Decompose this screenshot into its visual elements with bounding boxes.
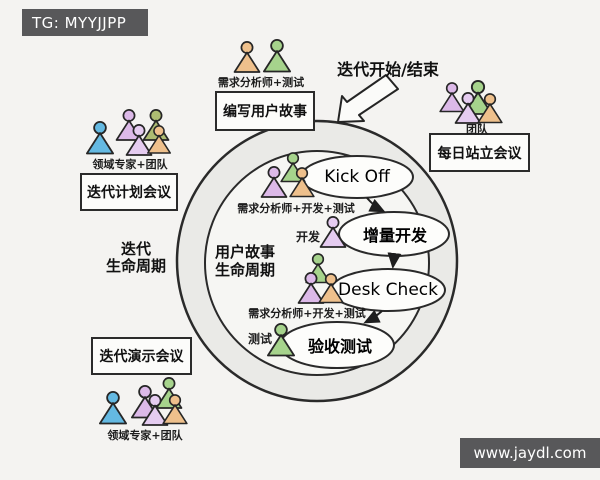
person-icon: [98, 391, 128, 425]
experts-team-icon-group-left: [85, 109, 172, 156]
daily-standup-box: 每日站立会议: [429, 133, 530, 172]
stage-label-desk-check: Desk Check: [338, 280, 438, 300]
developer-label: 开发: [295, 230, 321, 244]
iteration-lifecycle-line1: 迭代: [120, 240, 152, 258]
experts-team-label-left: 领域专家+团队: [92, 158, 168, 171]
iteration-demo-box: 迭代演示会议: [91, 337, 192, 375]
tester-label: 测试: [247, 332, 273, 346]
person-icon: [233, 41, 261, 73]
team-label: 团队: [466, 123, 488, 136]
iteration-lifecycle-label: 迭代 生命周期: [106, 241, 166, 275]
stage-label-incremental-dev: 增量开发: [362, 226, 428, 245]
iteration-start-arrow-icon: [337, 74, 399, 123]
arrow-deskcheck-to-test-icon: [363, 309, 383, 324]
person-icon: [439, 82, 465, 113]
story-lifecycle-line1: 用户故事: [215, 243, 276, 261]
iteration-planning-box: 迭代计划会议: [80, 173, 178, 211]
arrow-kickoff-to-dev-icon: [366, 197, 386, 213]
story-lifecycle-line2: 生命周期: [215, 261, 276, 279]
experts-team-label-bottom: 领域专家+团队: [107, 429, 183, 442]
analyst-tester-icon-group: [233, 39, 292, 73]
watermark-top-banner: TG: MYYJJPP: [22, 9, 148, 36]
person-icon: [262, 39, 292, 73]
watermark-bottom-banner: www.jaydl.com: [460, 438, 600, 468]
iteration-start-end-label: 迭代开始/结束: [337, 60, 439, 79]
analyst-tester-label: 需求分析师+测试: [217, 76, 305, 89]
stage-label-kickoff: Kick Off: [324, 167, 390, 187]
kickoff-actors-label: 需求分析师+开发+测试: [237, 202, 355, 215]
stage-label-acceptance-test: 验收测试: [307, 337, 373, 356]
story-lifecycle-label: 用户故事 生命周期: [215, 243, 275, 279]
deskcheck-actors-label: 需求分析师+开发+测试: [248, 307, 366, 320]
write-user-stories-box: 编写用户故事: [215, 91, 315, 131]
arrow-dev-to-deskcheck-icon: [387, 252, 402, 269]
team-icon-group: [439, 79, 503, 124]
experts-team-icon-group-bottom: [98, 377, 188, 426]
person-icon: [85, 121, 115, 155]
iteration-lifecycle-line2: 生命周期: [105, 257, 167, 275]
